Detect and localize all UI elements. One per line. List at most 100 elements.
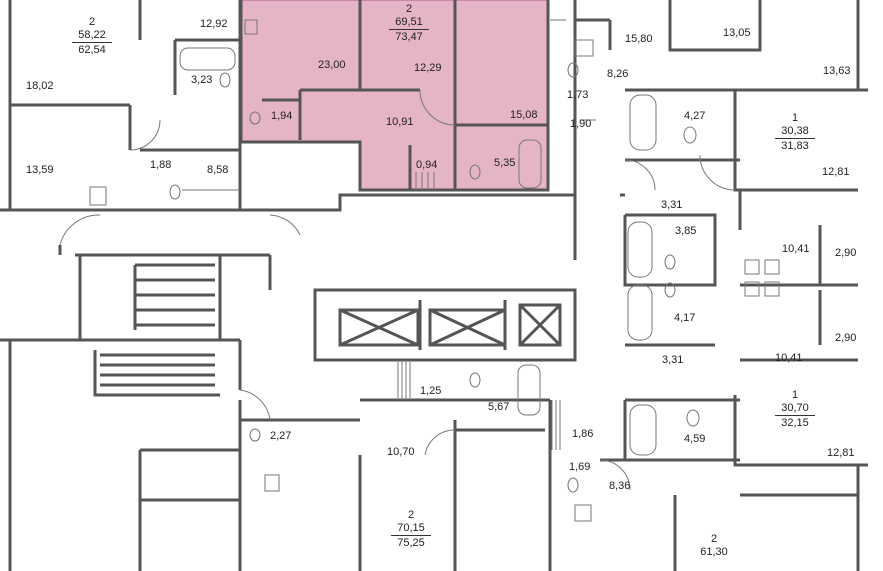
room-area: 23,00 <box>318 59 346 71</box>
room-area: 13,05 <box>723 27 751 39</box>
stove-icon <box>89 186 107 206</box>
toilet-icon <box>683 126 697 144</box>
room-area: 8,26 <box>607 68 629 80</box>
apartment-label[interactable]: 2 70,15 75,25 <box>391 509 431 550</box>
toilet-icon <box>664 254 676 270</box>
toilet-icon <box>249 111 261 125</box>
room-area: 1,73 <box>567 89 589 101</box>
room-area: 4,59 <box>684 433 706 445</box>
apartment-total-area: 31,83 <box>775 138 815 153</box>
room-area: 2,27 <box>270 430 292 442</box>
room-area: 1,25 <box>420 385 442 397</box>
room-area: 12,92 <box>200 18 228 30</box>
room-area: 15,80 <box>625 33 653 45</box>
bathtub-icon <box>629 94 657 151</box>
room-area: 18,02 <box>26 80 54 92</box>
room-area: 5,35 <box>494 157 516 169</box>
apartment-total-area: 73,47 <box>389 29 429 44</box>
apartment-label-selected[interactable]: 2 69,51 73,47 <box>389 3 429 44</box>
room-area: 1,94 <box>271 110 293 122</box>
bathtub-icon <box>518 139 542 189</box>
elevator-shafts <box>338 303 562 347</box>
room-area: 3,85 <box>675 225 697 237</box>
room-area: 15,08 <box>510 109 538 121</box>
apartment-rooms: 2 <box>407 509 415 521</box>
toilet-icon <box>686 409 700 427</box>
room-area: 1,86 <box>572 428 594 440</box>
room-area: 0,94 <box>416 159 438 171</box>
apartment-rooms: 1 <box>791 389 799 401</box>
apartment-rooms: 2 <box>710 533 718 545</box>
apartment-label[interactable]: 2 58,22 62,54 <box>72 16 112 57</box>
toilet-icon <box>219 72 231 88</box>
stove-icon <box>244 19 258 35</box>
apartment-living-area: 61,30 <box>700 546 728 558</box>
outer-wall-right <box>856 0 868 571</box>
outer-wall <box>0 0 12 571</box>
apartment-total-area: 62,54 <box>72 42 112 57</box>
room-area: 3,23 <box>191 74 213 86</box>
apartment-living-area: 69,51 <box>395 16 423 28</box>
room-area: 4,27 <box>684 110 706 122</box>
radiator-icon <box>182 19 596 450</box>
apartment-rooms: 2 <box>88 16 96 28</box>
room-area: 10,41 <box>775 352 803 364</box>
stove-icon <box>744 281 760 297</box>
room-area: 4,17 <box>674 312 696 324</box>
bathtub-icon <box>627 284 653 341</box>
toilet-icon <box>249 428 261 442</box>
bathtub-icon <box>517 364 541 416</box>
room-area: 12,81 <box>827 447 855 459</box>
toilet-icon <box>664 282 676 298</box>
room-area: 8,58 <box>207 164 229 176</box>
room-area: 10,41 <box>782 243 810 255</box>
wall-bottom-section <box>138 398 550 571</box>
stove-icon <box>764 281 780 297</box>
bathtub-icon <box>627 221 653 278</box>
stove-icon <box>744 259 760 275</box>
stove-icon <box>764 259 780 275</box>
room-area: 13,63 <box>823 65 851 77</box>
wall-corridor <box>0 193 577 390</box>
room-area: 2,90 <box>835 247 857 259</box>
room-area: 1,69 <box>569 461 591 473</box>
apartment-rooms: 2 <box>405 3 413 15</box>
stove-icon <box>574 39 594 57</box>
toilet-icon <box>169 184 181 200</box>
toilet-icon <box>469 164 481 180</box>
toilet-icon <box>567 62 579 78</box>
apartment-living-area: 30,70 <box>781 402 809 414</box>
room-area: 12,81 <box>822 166 850 178</box>
apartment-label[interactable]: 2 61,30 <box>694 533 734 559</box>
room-area: 3,31 <box>661 199 683 211</box>
room-area: 5,67 <box>488 401 510 413</box>
bathtub-icon <box>179 47 236 71</box>
staircase <box>78 255 222 397</box>
apartment-living-area: 30,38 <box>781 125 809 137</box>
toilet-icon <box>567 477 579 493</box>
room-area: 13,59 <box>26 164 54 176</box>
room-area: 12,29 <box>414 62 442 74</box>
apartment-living-area: 70,15 <box>397 522 425 534</box>
toilet-icon <box>469 372 481 388</box>
bathtub-icon <box>629 404 657 456</box>
wall-top-left-apartment <box>10 0 242 212</box>
apartment-living-area: 58,22 <box>78 29 106 41</box>
room-area: 1,90 <box>570 118 592 130</box>
room-area: 3,31 <box>662 354 684 366</box>
stove-icon <box>574 504 592 522</box>
stove-icon <box>264 474 280 492</box>
apartment-rooms: 1 <box>791 112 799 124</box>
room-area: 10,70 <box>387 446 415 458</box>
apartment-label[interactable]: 1 30,70 32,15 <box>775 389 815 430</box>
room-area: 8,36 <box>609 480 631 492</box>
door-swing <box>59 89 736 491</box>
room-area: 1,88 <box>150 159 172 171</box>
apartment-total-area: 75,25 <box>391 535 431 550</box>
apartment-total-area: 32,15 <box>775 415 815 430</box>
apartment-label[interactable]: 1 30,38 31,83 <box>775 112 815 153</box>
room-area: 2,90 <box>835 332 857 344</box>
room-area: 10,91 <box>386 116 414 128</box>
wall-right-column <box>548 0 868 571</box>
